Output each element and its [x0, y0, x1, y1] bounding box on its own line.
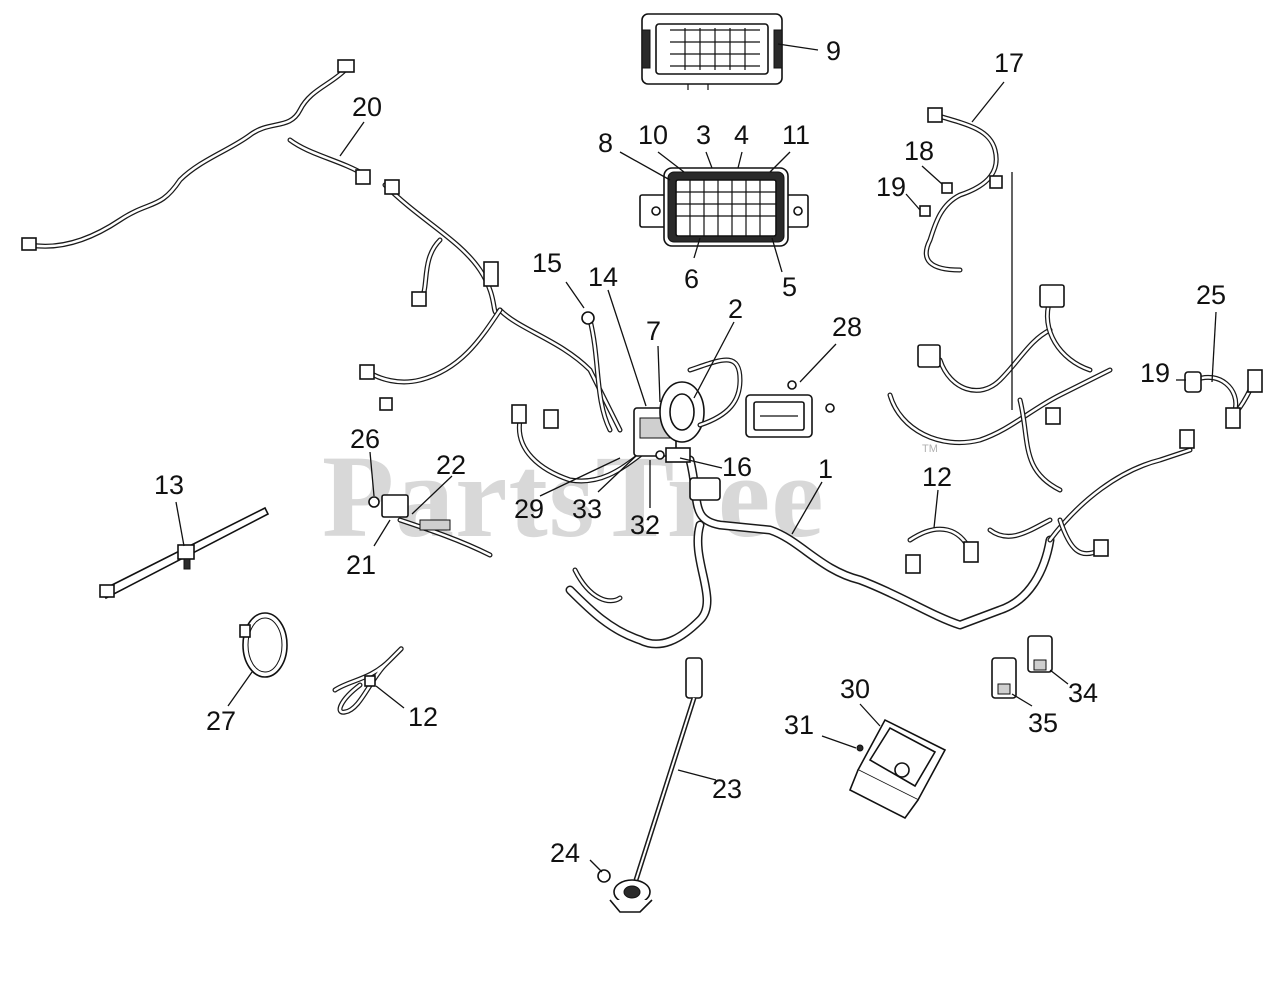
- part-12-strap[interactable]: [332, 646, 404, 715]
- callout-8[interactable]: 8: [598, 128, 613, 158]
- fuse-block[interactable]: [639, 167, 809, 247]
- callout-10[interactable]: 10: [638, 120, 668, 150]
- part-31-screw[interactable]: [856, 744, 864, 752]
- part-25-harness[interactable]: [1184, 369, 1263, 429]
- part-28-module[interactable]: [745, 380, 835, 438]
- watermark-trademark: TM: [922, 443, 938, 455]
- part-21-22-26-assembly[interactable]: [368, 494, 493, 558]
- part-34-relay[interactable]: [1027, 635, 1053, 673]
- callout-9[interactable]: 9: [826, 36, 841, 66]
- callout-27[interactable]: 27: [206, 706, 236, 736]
- watermark: PartsTree TM: [322, 431, 938, 562]
- part-13-cable-tie[interactable]: [99, 506, 270, 600]
- callout-2[interactable]: 2: [728, 294, 743, 324]
- part-35-relay[interactable]: [991, 657, 1017, 699]
- part-24-bolt[interactable]: [597, 869, 611, 883]
- callout-5[interactable]: 5: [782, 272, 797, 302]
- callout-34[interactable]: 34: [1068, 678, 1098, 708]
- callout-12-left[interactable]: 12: [408, 702, 438, 732]
- callout-4[interactable]: 4: [734, 120, 749, 150]
- callout-21[interactable]: 21: [346, 550, 376, 580]
- callout-13[interactable]: 13: [154, 470, 184, 500]
- callout-29[interactable]: 29: [514, 494, 544, 524]
- callout-20[interactable]: 20: [352, 92, 382, 122]
- callout-6[interactable]: 6: [684, 264, 699, 294]
- callout-17[interactable]: 17: [994, 48, 1024, 78]
- central-components[interactable]: [511, 311, 743, 501]
- callout-23[interactable]: 23: [712, 774, 742, 804]
- callout-33[interactable]: 33: [572, 494, 602, 524]
- leader-lines: [175, 43, 1217, 873]
- part-20-upper-harness[interactable]: [21, 59, 623, 433]
- part-23-sensor[interactable]: [609, 657, 703, 913]
- callout-22[interactable]: 22: [436, 450, 466, 480]
- callout-7[interactable]: 7: [646, 316, 661, 346]
- callout-24[interactable]: 24: [550, 838, 580, 868]
- callout-25[interactable]: 25: [1196, 280, 1226, 310]
- callout-15[interactable]: 15: [532, 248, 562, 278]
- callout-35[interactable]: 35: [1028, 708, 1058, 738]
- callout-31[interactable]: 31: [784, 710, 814, 740]
- callout-11[interactable]: 11: [782, 120, 810, 150]
- callout-3[interactable]: 3: [696, 120, 711, 150]
- callout-14[interactable]: 14: [588, 262, 618, 292]
- callout-28[interactable]: 28: [832, 312, 862, 342]
- callout-1[interactable]: 1: [818, 454, 833, 484]
- part-27-strap[interactable]: [239, 612, 288, 678]
- callout-30[interactable]: 30: [840, 674, 870, 704]
- callout-19-top[interactable]: 19: [876, 172, 906, 202]
- part-9-fuse-box-cover[interactable]: [641, 13, 783, 90]
- part-17-harness[interactable]: [919, 107, 1003, 273]
- callout-16[interactable]: 16: [722, 452, 752, 482]
- right-harness-branch[interactable]: [887, 284, 1195, 574]
- callout-12-right[interactable]: 12: [922, 462, 952, 492]
- callout-18[interactable]: 18: [904, 136, 934, 166]
- part-30-ecu[interactable]: [848, 718, 947, 820]
- callout-19-right[interactable]: 19: [1140, 358, 1170, 388]
- callout-labels: 9 8 10 3 4 11 6 5 2 7 14 15 28 16 29 33 …: [154, 36, 1226, 868]
- callout-32[interactable]: 32: [630, 510, 660, 540]
- callout-26[interactable]: 26: [350, 424, 380, 454]
